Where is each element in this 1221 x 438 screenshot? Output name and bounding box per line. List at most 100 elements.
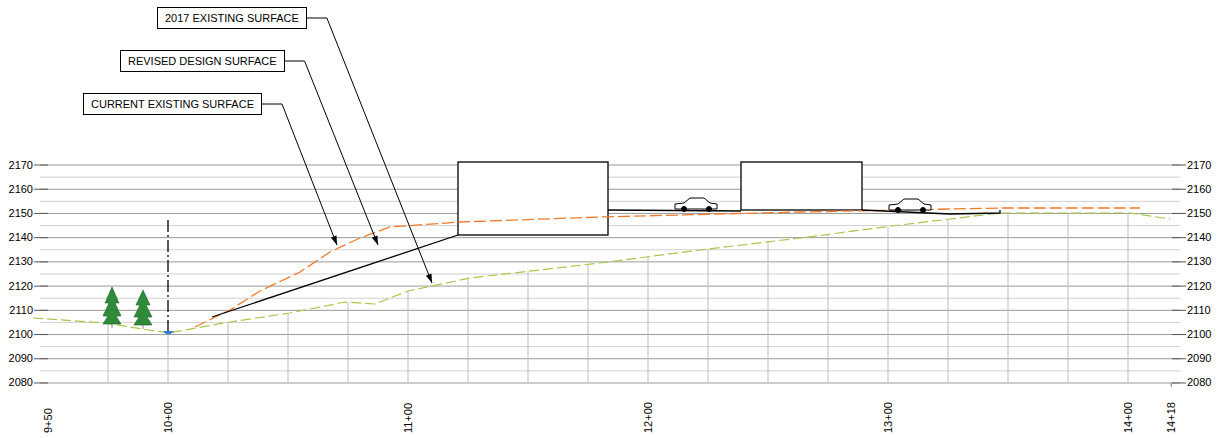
elevation-tick [1172, 261, 1186, 262]
elevation-tick [34, 261, 48, 262]
elevation-tick [34, 334, 48, 335]
callout-text: CURRENT EXISTING SURFACE [91, 98, 254, 110]
elevation-label: 2130 [1186, 255, 1212, 268]
elevation-label: 2170 [1186, 159, 1212, 172]
station-gridline [528, 271, 529, 383]
elevation-label: 2150 [8, 207, 34, 220]
elevation-label: 2120 [1186, 280, 1212, 293]
elevation-label: 2110 [8, 304, 34, 317]
elevation-tick [1172, 237, 1186, 238]
elevation-gridline [40, 177, 1180, 178]
elevation-tick [34, 189, 48, 190]
elevation-label: 2170 [8, 159, 34, 172]
leader-line [285, 61, 378, 245]
station-gridline [1008, 213, 1009, 383]
elevation-label: 2080 [8, 376, 34, 389]
station-gridline [768, 242, 769, 383]
callout-text: 2017 EXISTING SURFACE [165, 12, 299, 24]
station-gridline [1068, 213, 1069, 383]
elevation-label: 2090 [8, 352, 34, 365]
design-surface [212, 235, 458, 317]
elevation-label: 2080 [1186, 376, 1212, 389]
station-gridline [828, 234, 829, 383]
elevation-label: 2130 [8, 255, 34, 268]
station-label: 12+00 [642, 401, 655, 434]
elevation-label: 2140 [8, 231, 34, 244]
station-label: 13+00 [882, 401, 895, 434]
car-symbol [675, 198, 931, 213]
elevation-label: 2150 [1186, 207, 1212, 220]
elevation-label: 2140 [1186, 231, 1212, 244]
leader-line [307, 18, 432, 283]
elevation-tick [34, 213, 48, 214]
leader-arrowhead [331, 236, 337, 245]
elevation-tick [34, 237, 48, 238]
elevation-gridline [40, 370, 1180, 371]
elevation-gridline [40, 189, 1180, 190]
centerline [167, 220, 168, 332]
leader-line [262, 104, 337, 245]
station-gridline [588, 264, 589, 383]
elevation-tick [1172, 310, 1186, 311]
elevation-gridline [40, 358, 1180, 359]
elevation-gridline [40, 334, 1180, 335]
station-label: 10+00 [162, 401, 175, 434]
existing-surface-2017 [33, 213, 1170, 333]
callout-box: REVISED DESIGN SURFACE [120, 50, 285, 72]
design-surface [862, 210, 1000, 214]
building-outline [741, 162, 862, 210]
elevation-label: 2110 [1186, 304, 1212, 317]
station-gridline [108, 323, 109, 383]
tree-symbol [103, 287, 152, 329]
station-label: 14+00 [1122, 401, 1135, 434]
station-label: 14+18 [1165, 401, 1178, 434]
elevation-gridline [40, 286, 1180, 287]
callout-box: 2017 EXISTING SURFACE [157, 7, 307, 29]
station-gridline [228, 322, 229, 383]
station-label: 9+50 [42, 407, 55, 434]
station-gridline [288, 313, 289, 383]
callout-box: CURRENT EXISTING SURFACE [83, 93, 262, 115]
station-gridline [648, 257, 649, 383]
elevation-gridline [40, 382, 1180, 383]
elevation-gridline [40, 249, 1180, 250]
elevation-label: 2120 [8, 280, 34, 293]
elevation-gridline [40, 298, 1180, 299]
callout-text: REVISED DESIGN SURFACE [128, 55, 277, 67]
elevation-tick [34, 382, 48, 383]
elevation-tick [1172, 286, 1186, 287]
station-gridline [348, 302, 349, 383]
elevation-tick [1172, 165, 1186, 166]
elevation-gridline [40, 261, 1180, 262]
elevation-gridline [40, 225, 1180, 226]
elevation-gridline [40, 237, 1180, 238]
leader-arrowhead [372, 236, 378, 245]
station-gridline [708, 249, 709, 383]
elevation-label: 2100 [1186, 328, 1212, 341]
station-gridline [888, 227, 889, 383]
water-symbol [163, 331, 174, 335]
elevation-tick [1172, 189, 1186, 190]
station-gridline [468, 278, 469, 383]
station-gridline [948, 219, 949, 383]
elevation-tick [1172, 358, 1186, 359]
elevation-label: 2160 [8, 183, 34, 196]
current-existing-surface [195, 208, 1140, 327]
elevation-tick [34, 358, 48, 359]
elevation-label: 2100 [8, 328, 34, 341]
building-outline [458, 162, 608, 235]
elevation-tick [1172, 382, 1186, 383]
elevation-gridline [40, 322, 1180, 323]
elevation-gridline [40, 165, 1180, 166]
elevation-label: 2160 [1186, 183, 1212, 196]
station-gridline [1128, 213, 1129, 383]
elevation-gridline [40, 201, 1180, 202]
elevation-gridline [40, 346, 1180, 347]
elevation-tick [1172, 334, 1186, 335]
elevation-tick [34, 286, 48, 287]
elevation-tick [1172, 213, 1186, 214]
elevation-label: 2090 [1186, 352, 1212, 365]
station-tick [1171, 383, 1172, 387]
station-label: 11+00 [402, 402, 415, 434]
elevation-gridline [40, 310, 1180, 311]
